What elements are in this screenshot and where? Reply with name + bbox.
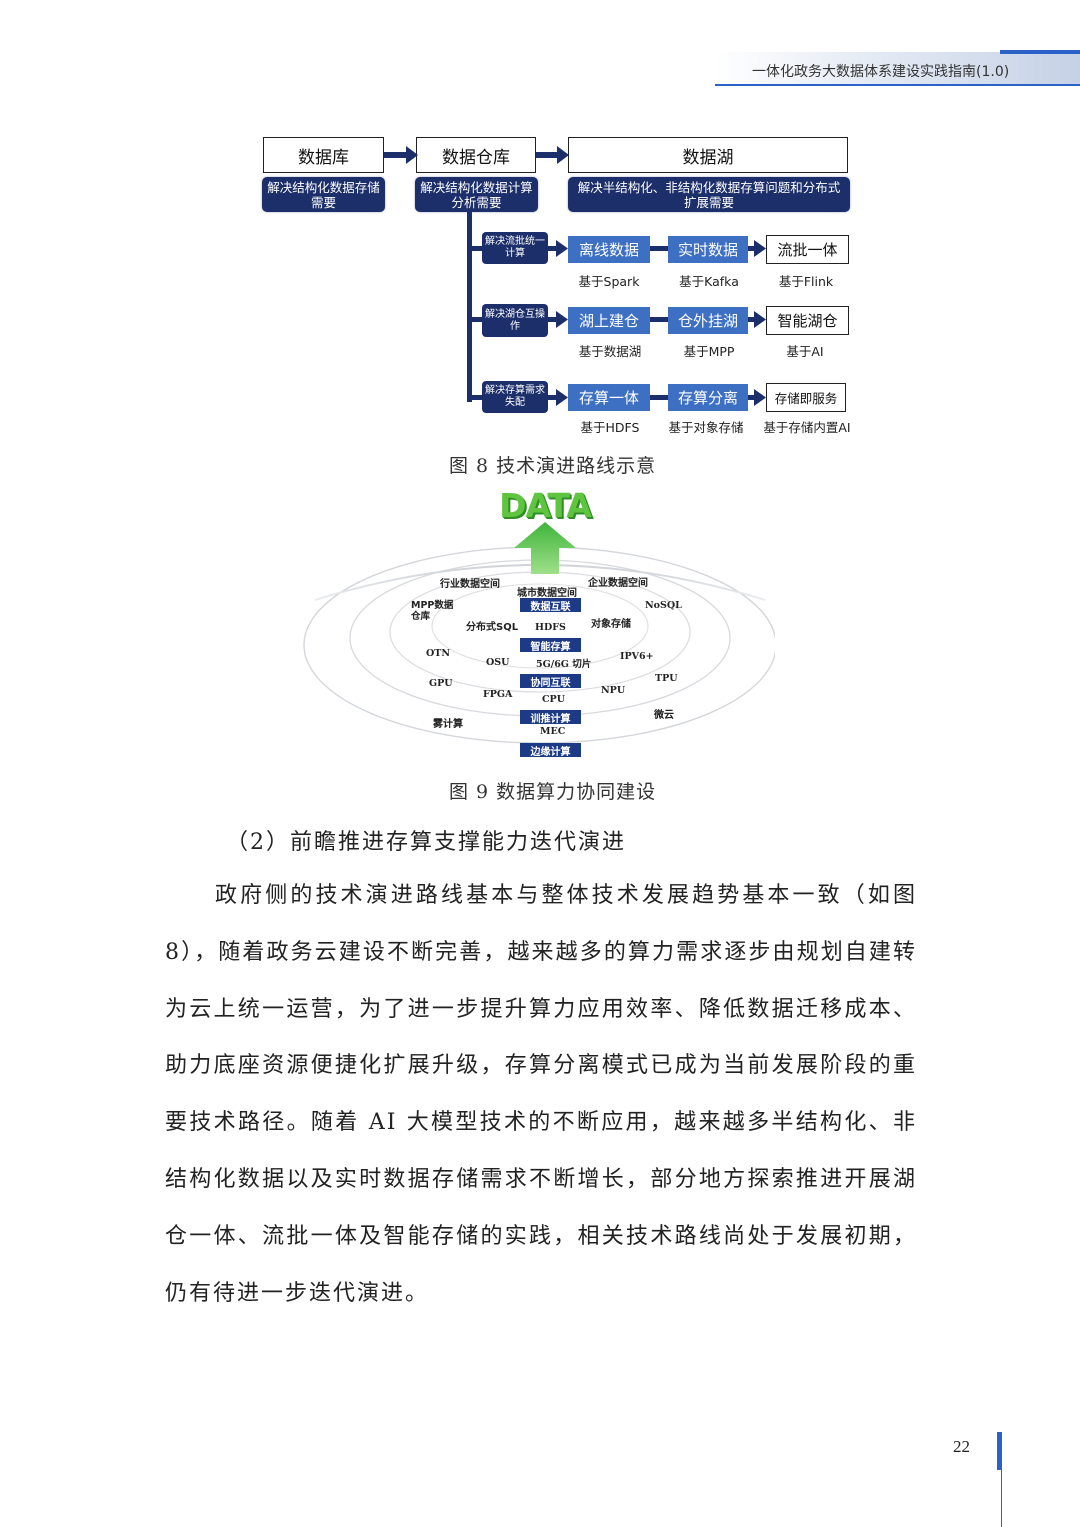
arrowhead-icon xyxy=(754,240,766,257)
data-logo: DATA xyxy=(499,486,592,525)
row2-step1: 湖上建仓 xyxy=(568,307,650,334)
arrowhead-icon xyxy=(754,311,766,328)
center-label-data-interconnect: 数据互联 xyxy=(520,598,581,613)
section-heading: （2）前瞻推进存算支撑能力迭代演进 xyxy=(226,830,626,855)
row3-arrow xyxy=(548,395,558,400)
term-mpp-warehouse: MPP数据仓库 xyxy=(411,600,454,622)
city-data-space: 城市数据空间 xyxy=(517,588,577,599)
arrowhead-icon xyxy=(754,389,766,406)
row2-link2 xyxy=(748,317,756,322)
header-title: 一体化政务大数据体系建设实践指南(1.0) xyxy=(752,64,1010,80)
arrowhead-icon xyxy=(556,311,568,328)
row3-label: 解决存算需求失配 xyxy=(482,381,548,413)
stage-database: 数据库 xyxy=(263,137,384,173)
arrow-db-to-dw xyxy=(384,152,408,158)
center-label-train-infer: 训推计算 xyxy=(520,710,581,725)
stage-data-warehouse-desc: 解决结构化数据计算分析需要 xyxy=(415,177,538,212)
row3-step2: 存算分离 xyxy=(668,384,748,411)
row1-step3: 流批一体 xyxy=(766,235,849,264)
stage-data-lake-desc: 解决半结构化、非结构化数据存算问题和分布式扩展需要 xyxy=(568,177,850,212)
term-fpga: FPGA xyxy=(483,689,513,700)
trunk-line xyxy=(467,212,472,402)
center-label-smart-storage: 智能存算 xyxy=(520,638,581,653)
page-number-bar xyxy=(997,1432,1002,1470)
row1-arrow xyxy=(548,246,558,251)
figure-9-caption: 图 9 数据算力协同建设 xyxy=(449,781,657,803)
row2-base2: 基于MPP xyxy=(683,344,735,359)
row2-base3: 基于AI xyxy=(786,344,824,359)
row3-step1: 存算一体 xyxy=(568,384,650,411)
term-distributed-sql: 分布式SQL xyxy=(466,622,519,633)
row1-base1: 基于Spark xyxy=(578,274,640,289)
row3-link xyxy=(650,395,668,400)
row1-base3: 基于Flink xyxy=(778,274,834,289)
term-object-storage: 对象存储 xyxy=(591,619,631,630)
center-text-hdfs: HDFS xyxy=(535,622,566,633)
arrowhead-icon xyxy=(556,389,568,406)
row1-base2: 基于Kafka xyxy=(679,274,739,289)
term-micro-cloud: 微云 xyxy=(654,710,674,721)
row3-link2 xyxy=(748,395,756,400)
center-label-collab-interconnect: 协同互联 xyxy=(520,674,581,689)
row3-base1: 基于HDFS xyxy=(580,420,640,435)
header-band xyxy=(715,52,1080,86)
page-edge-line xyxy=(1001,1432,1002,1527)
row1-link xyxy=(650,246,668,251)
enterprise-data-space: 企业数据空间 xyxy=(588,578,648,589)
term-otn: OTN xyxy=(426,648,451,659)
row2-branch xyxy=(467,317,483,322)
row3-step3: 存储即服务 xyxy=(766,383,846,412)
page-number: 22 xyxy=(953,1437,970,1456)
stage-database-desc: 解决结构化数据存储需要 xyxy=(262,177,385,212)
term-tpu: TPU xyxy=(655,673,678,684)
industry-data-space: 行业数据空间 xyxy=(440,579,500,590)
arrow-dw-to-lake xyxy=(536,152,558,158)
center-text-cpu: CPU xyxy=(542,694,565,705)
row2-base1: 基于数据湖 xyxy=(578,344,642,359)
arrowhead-icon xyxy=(406,146,418,164)
row1-label: 解决流批统一计算 xyxy=(482,232,548,264)
center-label-edge-compute: 边缘计算 xyxy=(520,743,581,758)
term-npu: NPU xyxy=(601,685,626,696)
row2-link xyxy=(650,317,668,322)
stage-data-lake: 数据湖 xyxy=(568,137,848,173)
arrowhead-icon xyxy=(556,240,568,257)
header-underline xyxy=(715,84,1080,86)
center-text-slicing: 5G/6G 切片 xyxy=(536,659,592,670)
stage-data-warehouse: 数据仓库 xyxy=(416,137,536,173)
term-osu: OSU xyxy=(486,657,510,668)
row2-label: 解决湖仓互操作 xyxy=(482,304,548,337)
ring-diagram xyxy=(303,546,775,744)
row1-link2 xyxy=(748,246,756,251)
row1-step2: 实时数据 xyxy=(668,236,748,263)
arrowhead-icon xyxy=(557,146,569,164)
section-paragraph: 政府侧的技术演进路线基本与整体技术发展趋势基本一致（如图8），随着政务云建设不断… xyxy=(165,883,917,1306)
up-arrow-icon xyxy=(514,522,576,574)
row2-arrow xyxy=(548,317,558,322)
row3-base2: 基于对象存储 xyxy=(668,420,744,435)
figure-8-caption: 图 8 技术演进路线示意 xyxy=(449,455,657,477)
center-text-mec: MEC xyxy=(540,726,566,737)
header-accent-line xyxy=(1000,50,1080,54)
row2-step2: 仓外挂湖 xyxy=(668,307,748,334)
row3-branch xyxy=(467,395,483,400)
row2-step3: 智能湖仓 xyxy=(766,306,849,335)
term-gpu: GPU xyxy=(429,678,453,689)
term-nosql: NoSQL xyxy=(645,600,682,611)
term-ipv6: IPV6+ xyxy=(620,651,654,662)
term-fog-compute: 雾计算 xyxy=(433,719,463,730)
row1-step1: 离线数据 xyxy=(568,236,650,263)
row3-base3: 基于存储内置AI xyxy=(763,420,851,435)
row1-branch xyxy=(467,246,483,251)
